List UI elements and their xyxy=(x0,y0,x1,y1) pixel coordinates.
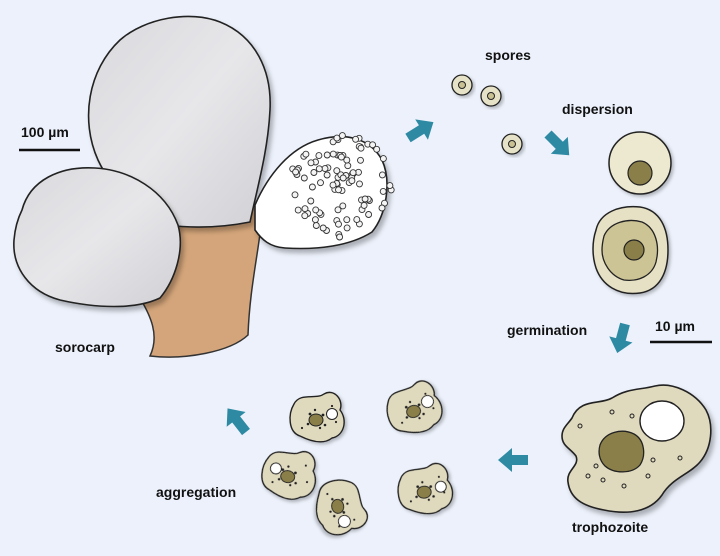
released-spore-dot xyxy=(301,212,309,220)
released-spore-dot xyxy=(315,165,323,173)
amoeba xyxy=(395,461,455,517)
dispersed-spore xyxy=(608,131,672,195)
trophozoite-cell xyxy=(561,384,712,513)
released-spore-dot xyxy=(321,165,329,173)
germinating-cell xyxy=(592,205,669,295)
arrow-to-sorocarp-icon xyxy=(226,408,250,436)
aggregating-amoebae xyxy=(257,376,455,539)
released-spore-dot xyxy=(302,150,310,158)
released-spore-dot xyxy=(333,134,341,142)
released-spore-dot xyxy=(311,216,319,224)
released-spore-dot xyxy=(301,205,309,213)
released-spore-dot xyxy=(343,156,351,164)
released-spore-dot xyxy=(378,204,386,212)
released-spore-dot xyxy=(294,206,302,214)
released-spore-dot xyxy=(329,181,337,189)
amoeba xyxy=(310,475,371,539)
released-spore-dot xyxy=(356,180,363,188)
released-spore-dot xyxy=(308,183,316,191)
released-spore-dot xyxy=(291,191,299,199)
scale-label-100um: 100 µm xyxy=(21,124,69,140)
released-spore-dot xyxy=(343,224,351,232)
released-spore-dot xyxy=(312,206,320,214)
spores xyxy=(451,74,523,155)
released-spore-dot xyxy=(352,135,360,143)
label-aggregation: aggregation xyxy=(156,484,237,500)
released-spore-dot xyxy=(339,174,347,182)
sorocarp xyxy=(13,15,395,358)
released-spore-dot xyxy=(323,151,331,159)
spore xyxy=(501,133,523,155)
released-spore-dot xyxy=(310,169,318,176)
spore xyxy=(480,85,502,107)
released-spore-dot xyxy=(333,167,341,175)
released-spore-dot xyxy=(365,211,373,218)
released-spore-dot xyxy=(379,187,387,195)
released-spore-dot xyxy=(335,186,342,194)
released-spore-dot xyxy=(343,216,351,224)
released-spore-dot xyxy=(337,153,345,161)
released-spore-dot xyxy=(315,152,323,160)
released-spore-dot xyxy=(300,174,308,182)
released-spore-dot xyxy=(348,177,356,185)
released-spore-dot xyxy=(339,202,347,210)
released-spore-dot xyxy=(344,162,352,170)
released-spore-dot xyxy=(386,182,394,190)
released-spore-dot xyxy=(307,197,315,205)
released-spore-dot xyxy=(307,159,315,167)
released-spore-dot xyxy=(357,156,364,164)
released-spore-dot xyxy=(373,145,381,153)
released-spore-dot xyxy=(357,144,365,152)
released-spore-dot xyxy=(379,155,387,163)
sorus-upper xyxy=(87,15,271,228)
label-germination: germination xyxy=(507,322,588,338)
released-spore-dot xyxy=(319,224,327,232)
released-spore-dot xyxy=(312,222,320,229)
arrow-to-spores-icon xyxy=(405,119,434,143)
amoeba xyxy=(380,376,448,441)
label-trophozoite: trophozoite xyxy=(572,519,649,535)
released-spore-dot xyxy=(353,216,361,224)
released-spores xyxy=(289,132,395,241)
label-dispersion: dispersion xyxy=(562,101,633,117)
released-spore-dot xyxy=(360,201,368,209)
released-spore-dot xyxy=(335,220,342,228)
released-spore-dot xyxy=(329,150,337,158)
amoeba xyxy=(257,444,321,504)
sorus-left xyxy=(13,167,182,308)
released-spore-dot xyxy=(336,233,344,241)
released-spore-dot xyxy=(323,171,331,179)
label-spores: spores xyxy=(485,47,531,63)
arrow-dispersion-icon xyxy=(544,130,570,156)
arrow-to-aggregation-icon xyxy=(498,448,528,472)
released-spore-dot xyxy=(378,171,386,179)
spore xyxy=(451,74,473,96)
released-spore-dot xyxy=(292,168,300,176)
released-spore-dot xyxy=(334,206,342,214)
label-sorocarp: sorocarp xyxy=(55,339,115,355)
released-spore-dot xyxy=(349,169,357,177)
scale-label-10um: 10 µm xyxy=(655,318,695,334)
amoeba xyxy=(289,391,345,443)
arrow-germination-icon xyxy=(609,322,633,353)
released-spore-dot xyxy=(361,195,369,203)
released-spore-dot xyxy=(338,132,346,140)
released-spore-dot xyxy=(317,179,324,187)
released-spore-dot xyxy=(369,141,377,149)
